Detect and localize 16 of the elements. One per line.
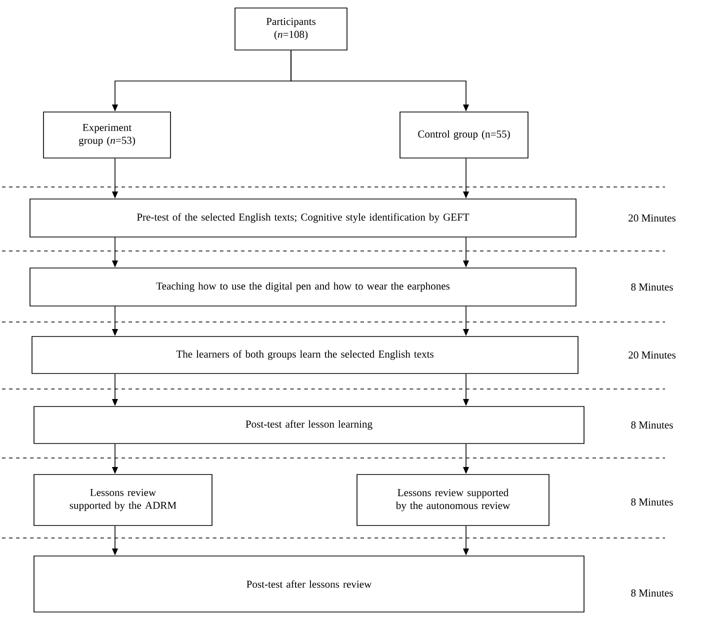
process-box: Pre-test of the selected English texts; Cognitive style identification by GEFT	[30, 198, 576, 238]
duration-label: 8 Minutes	[631, 283, 673, 291]
process-box: Experiment group (n=53)	[43, 112, 171, 158]
process-box: Lessons review supported by the ADRM	[34, 474, 212, 526]
process-box: Lessons review supported by the autonomous review	[356, 474, 550, 526]
process-box: Teaching how to use the digital pen and how to wear the earphones	[30, 268, 576, 306]
process-box: Participants (n=108)	[234, 8, 348, 50]
duration-label: 8 Minutes	[631, 421, 673, 429]
duration-label: 8 Minutes	[631, 589, 673, 597]
duration-label: 8 Minutes	[631, 498, 673, 506]
process-box: Post-test after lesson learning	[34, 406, 584, 444]
duration-label: 20 Minutes	[628, 214, 676, 222]
process-box: Post-test after lessons review	[34, 556, 584, 612]
process-box: The learners of both groups learn the selected English texts	[32, 336, 578, 374]
process-box: Control group (n=55)	[400, 112, 528, 158]
duration-label: 20 Minutes	[628, 351, 676, 359]
